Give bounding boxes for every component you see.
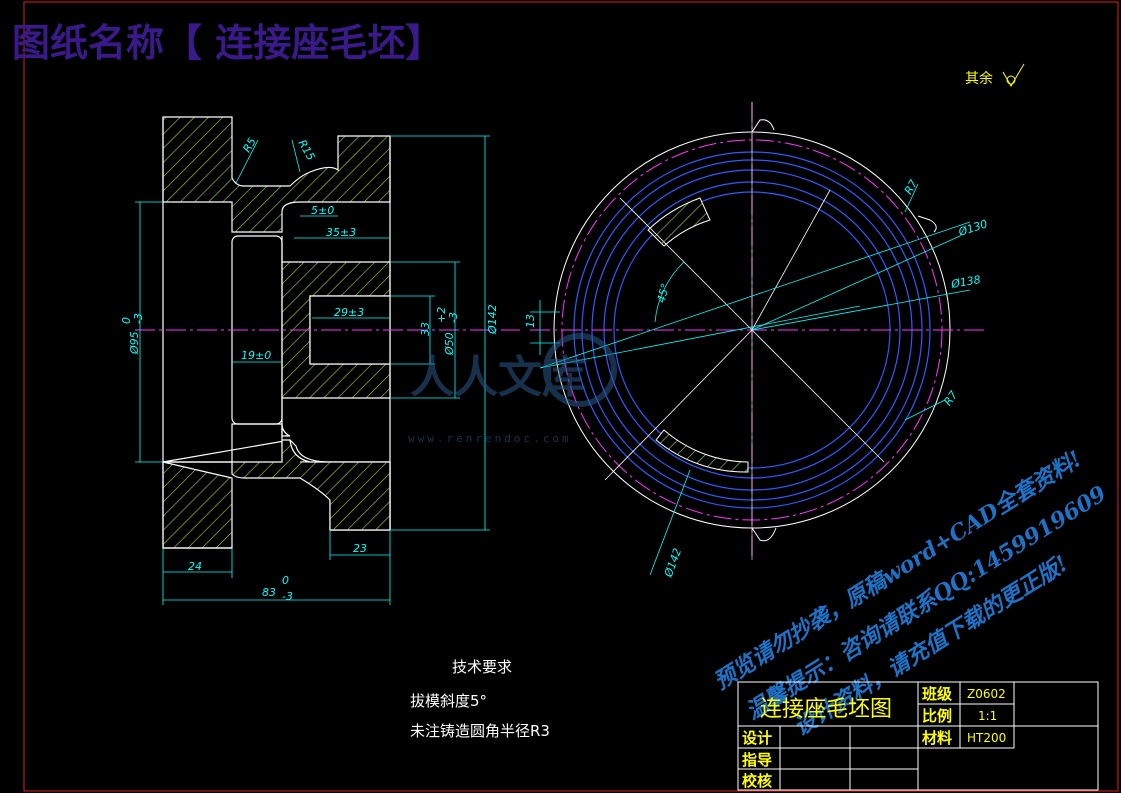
drawing-frame	[23, 1, 1119, 792]
title-block-guide-label: 指导	[742, 751, 772, 769]
svg-text:0: 0	[120, 317, 133, 324]
title-block-check-label: 校核	[742, 772, 772, 790]
surface-roughness-mark: 其余	[965, 63, 1025, 87]
dim-dia130: Ø130	[956, 217, 989, 239]
dim-dia95: Ø95 0 -3	[120, 313, 145, 355]
title-block-drawing-name: 连接座毛坯图	[760, 697, 892, 722]
end-hatch-top	[647, 197, 711, 247]
dim-19: 19±0	[241, 349, 271, 362]
dim-angle45: 45°	[655, 282, 673, 304]
end-hatch-bottom	[655, 429, 749, 473]
svg-text:-3: -3	[282, 590, 293, 603]
title-block-class-value: Z0602	[967, 687, 1006, 701]
svg-text:83: 83	[262, 586, 276, 599]
dim-23: 23	[353, 542, 367, 555]
tech-req-line1: 拔模斜度5°	[410, 692, 487, 710]
svg-text:0: 0	[282, 574, 289, 587]
end-view: R7 Ø130 Ø138 R7 45° 13 Ø142	[524, 102, 989, 580]
svg-text:-3: -3	[447, 312, 460, 323]
dim-35: 35±3	[326, 226, 356, 239]
dim-13: 13	[524, 314, 537, 328]
title-block-scale-label: 比例	[922, 707, 952, 725]
svg-text:www.renrendoc.com: www.renrendoc.com	[408, 432, 572, 445]
dim-29: 29±3	[334, 306, 364, 319]
dim-5: 5±0	[311, 204, 334, 217]
title-block-material-value: HT200	[967, 731, 1006, 745]
drawing-title: 图纸名称【 连接座毛坯】	[12, 20, 443, 65]
section-view: R5 R15 5±0 35±3 29±3 19±0 33 Ø50 +2 -3 Ø…	[120, 116, 520, 605]
svg-text:人人文库: 人人文库	[410, 352, 586, 403]
title-block-design-label: 设计	[742, 729, 772, 747]
tech-req-line2: 未注铸造圆角半径R3	[410, 722, 550, 740]
tech-requirements: 技术要求 拔模斜度5° 未注铸造圆角半径R3	[410, 658, 550, 740]
svg-text:+2: +2	[435, 307, 448, 323]
svg-text:Ø95: Ø95	[128, 331, 141, 355]
tech-req-heading: 技术要求	[452, 658, 512, 676]
svg-text:Ø50: Ø50	[443, 332, 456, 356]
dim-r15: R15	[295, 138, 317, 163]
title-block-scale-value: 1:1	[978, 709, 997, 723]
svg-text:-3: -3	[132, 313, 145, 324]
dim-dia138: Ø138	[949, 273, 981, 291]
dim-dia142-end: Ø142	[661, 546, 684, 579]
section-hatch-top	[162, 116, 391, 233]
section-hatch-base	[162, 461, 233, 549]
renrendoc-watermark: 人人文库 www.renrendoc.com	[408, 333, 617, 445]
dim-33: 33	[419, 322, 432, 336]
dim-r7-top: R7	[902, 178, 921, 197]
title-block-material-label: 材料	[922, 729, 952, 747]
title-block	[737, 681, 1099, 791]
dim-r7-bottom: R7	[941, 389, 960, 408]
title-block-class-label: 班级	[922, 685, 953, 703]
dim-r5: R5	[240, 136, 259, 155]
dim-dia50: Ø50 +2 -3	[435, 307, 460, 356]
svg-text:其余: 其余	[965, 70, 993, 87]
dim-dia142: Ø142	[486, 304, 499, 335]
dim-83: 83 0 -3	[262, 574, 293, 603]
dim-24: 24	[188, 560, 202, 573]
